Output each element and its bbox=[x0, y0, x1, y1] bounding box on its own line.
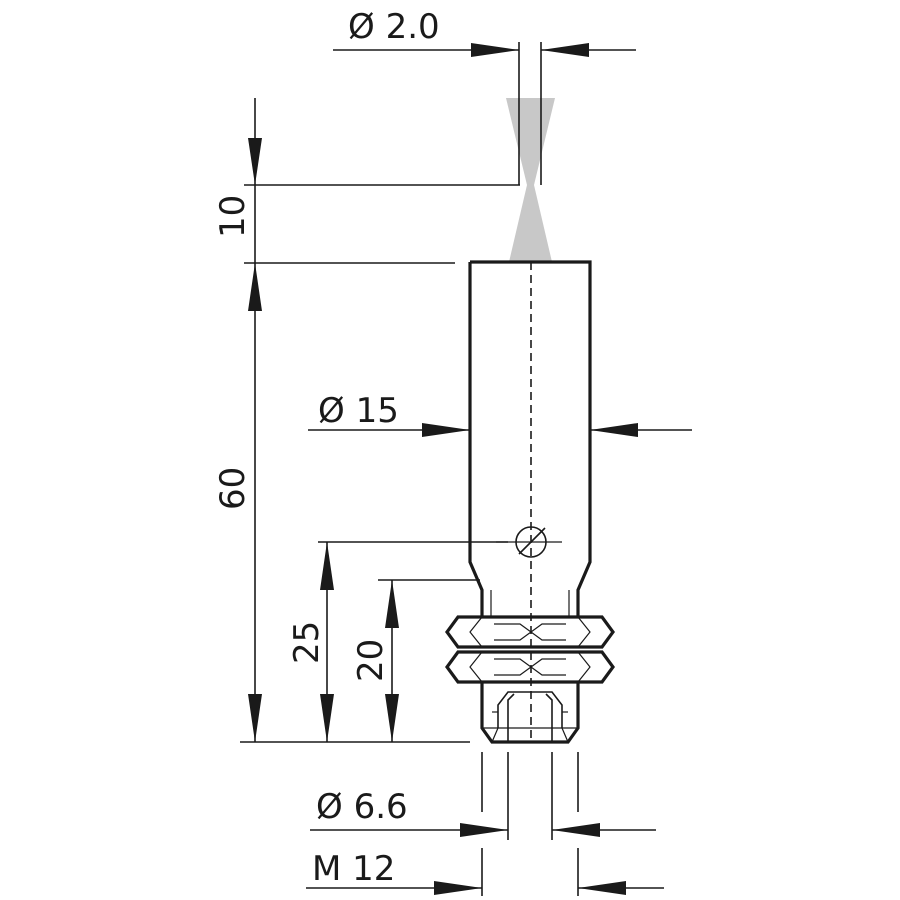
body-diameter-label: Ø 15 bbox=[318, 391, 399, 431]
dim-thread-size: M 12 bbox=[306, 849, 664, 895]
dim-pot-position: 25 bbox=[287, 542, 334, 742]
beam-diameter-label: Ø 2.0 bbox=[348, 7, 440, 47]
connector-diameter-label: Ø 6.6 bbox=[316, 787, 408, 827]
dim-beam-length: 10 bbox=[213, 98, 262, 263]
dim-body-length: 60 bbox=[213, 263, 262, 742]
dim-beam-diameter: Ø 2.0 bbox=[333, 7, 636, 57]
light-beam bbox=[506, 98, 555, 262]
beam-length-label: 10 bbox=[213, 195, 253, 238]
thread-size-label: M 12 bbox=[312, 849, 395, 889]
dim-connector-diameter: Ø 6.6 bbox=[310, 787, 656, 837]
body-length-label: 60 bbox=[213, 467, 253, 510]
dim-body-diameter: Ø 15 bbox=[308, 391, 692, 437]
connector bbox=[480, 682, 580, 744]
dim-thread-length: 20 bbox=[351, 580, 399, 742]
sensor-body bbox=[468, 260, 592, 617]
pot-position-label: 25 bbox=[287, 621, 327, 664]
hex-nut-upper bbox=[445, 615, 615, 649]
hex-nut-lower bbox=[445, 650, 615, 684]
thread-length-label: 20 bbox=[351, 639, 391, 682]
